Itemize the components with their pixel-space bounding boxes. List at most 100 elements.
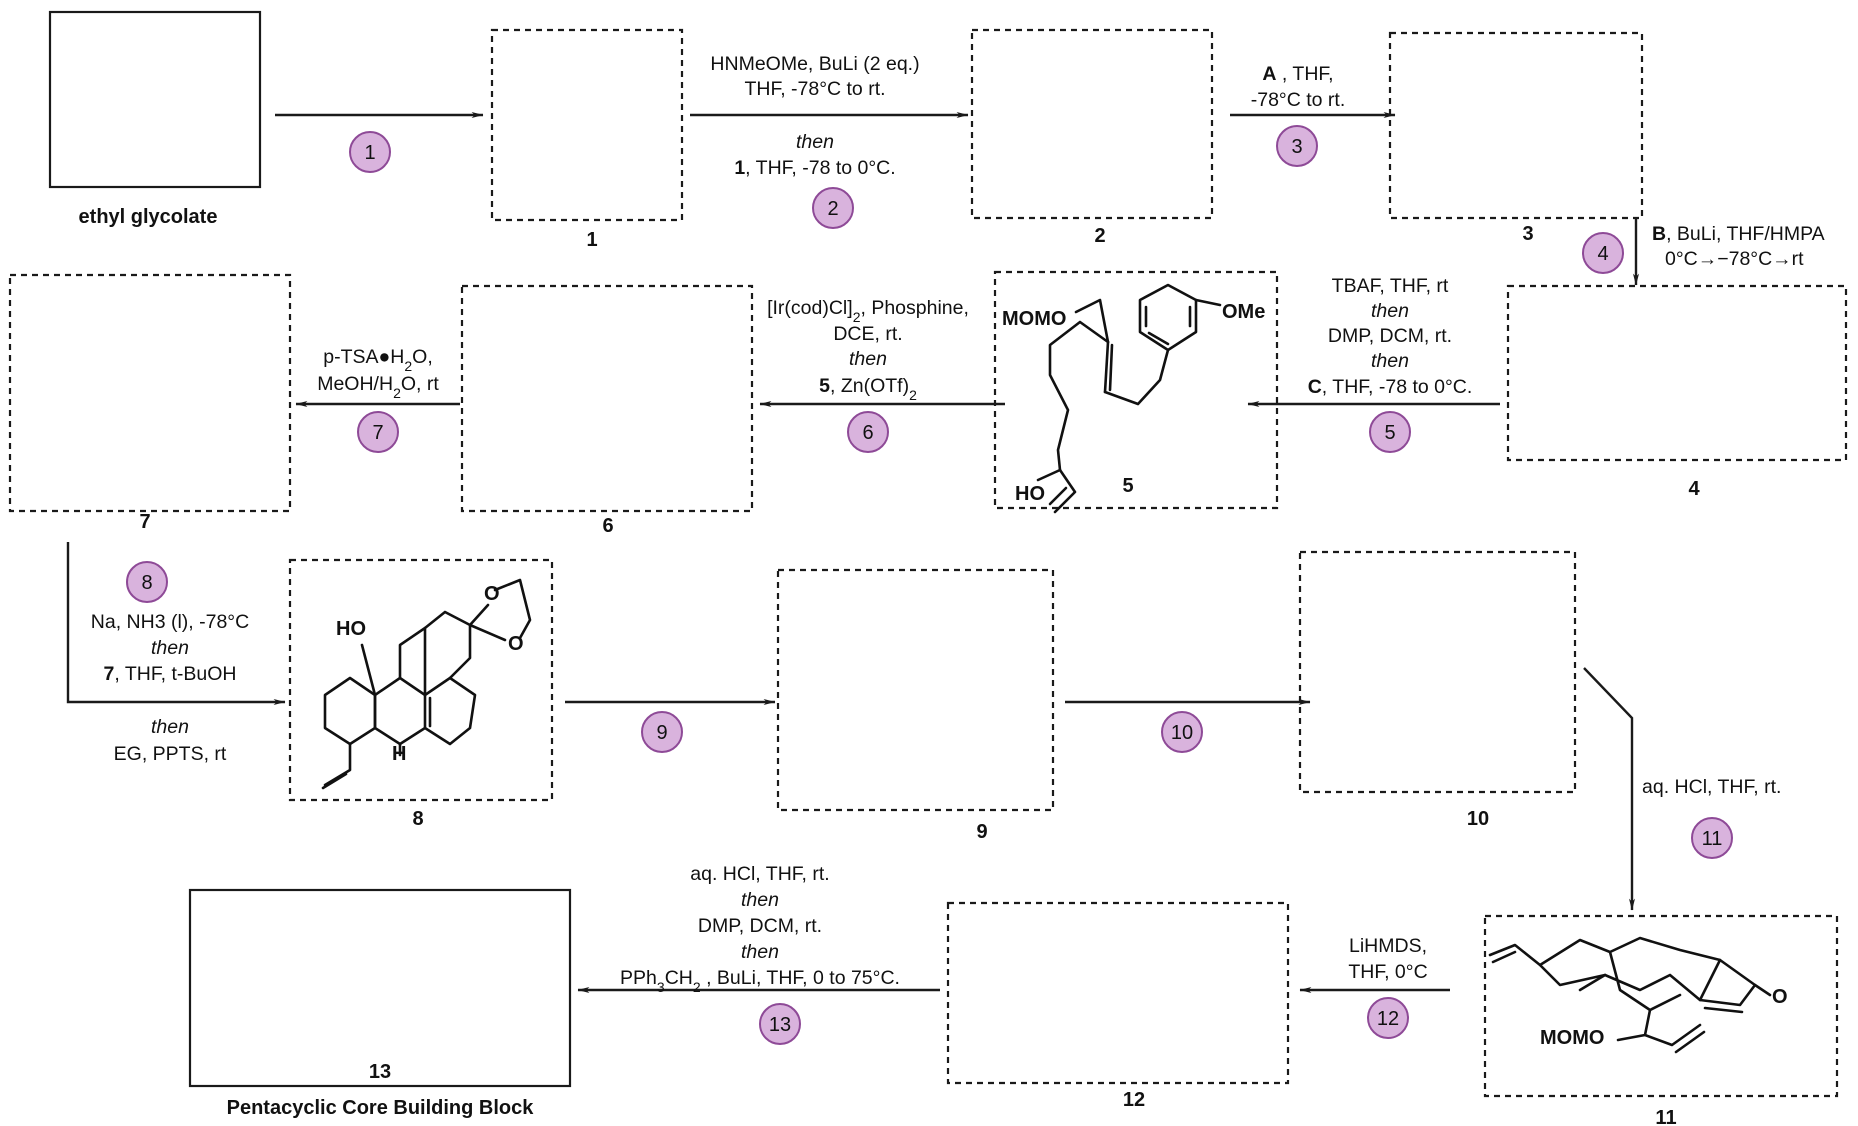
step-3-condition-line2: -78°C to rt.: [1251, 89, 1346, 111]
step-7-number: 7: [372, 422, 383, 444]
step-12-circle: [1367, 997, 1409, 1039]
compound-1-box: [490, 28, 684, 222]
step-13-then-2: then: [741, 941, 779, 963]
compound-5-label: 5: [1122, 475, 1133, 497]
step-1-number: 1: [364, 142, 375, 164]
step-3-condition-line1: A , THF,: [1262, 63, 1333, 85]
step-11-number: 11: [1702, 828, 1723, 850]
compound-8-structure: HO H O O: [321, 578, 532, 790]
compound-3-label: 3: [1522, 223, 1533, 245]
step-10-circle: [1161, 711, 1203, 753]
step-2-condition-line1: HNMeOMe, BuLi (2 eq.): [710, 53, 919, 75]
step-4-number: 4: [1597, 243, 1608, 265]
step-2-condition-line2: THF, -78°C to rt.: [744, 78, 885, 100]
step-13-condition-line1: aq. HCl, THF, rt.: [690, 863, 829, 885]
compound-8-ho: HO: [336, 618, 366, 640]
step-6-then: then: [849, 348, 887, 370]
step-5-circle: [1369, 411, 1411, 453]
step-13-circle: [759, 1003, 801, 1045]
step-12-condition-line2: THF, 0°C: [1348, 961, 1427, 983]
step-5-condition-line1: TBAF, THF, rt: [1332, 275, 1449, 297]
step-13-then-1: then: [741, 889, 779, 911]
step-8-condition-line5: EG, PPTS, rt: [114, 743, 227, 765]
step-1-circle: [349, 131, 391, 173]
step-6-condition-line2: DCE, rt.: [833, 323, 902, 345]
compound-11-label: 11: [1655, 1107, 1676, 1126]
step-13-condition-line5: PPh3CH2 , BuLi, THF, 0 to 75°C.: [620, 967, 900, 995]
step-11-circle: [1691, 817, 1733, 859]
step-4-condition-line2: 0°C→−78°C→rt: [1665, 248, 1804, 270]
step-4-condition-line1: B, BuLi, THF/HMPA: [1652, 223, 1825, 245]
arrow-step-11: [1583, 667, 1635, 911]
step-13-number: 13: [769, 1014, 791, 1036]
compound-11-momo: MOMO: [1540, 1027, 1604, 1049]
compound-5-ho: HO: [1015, 483, 1045, 505]
compound-8-label: 8: [412, 808, 423, 830]
step-8-then-2: then: [151, 716, 189, 738]
compound-10-label: 10: [1467, 808, 1489, 830]
step-6-condition-line4: 5, Zn(OTf)2: [819, 375, 917, 403]
compound-5-box: [993, 270, 1279, 510]
step-6-number: 6: [862, 422, 873, 444]
compound-7-box: [8, 273, 292, 513]
ethyl-glycolate-label: ethyl glycolate: [79, 206, 218, 228]
compound-11-box: [1483, 914, 1839, 1098]
compound-2-label: 2: [1094, 225, 1105, 247]
compound-11-o: O: [1772, 986, 1788, 1008]
compound-8-o-top: O: [484, 583, 500, 605]
arrow-step-8: [66, 542, 286, 705]
compound-5-momo: MOMO: [1002, 308, 1066, 330]
step-9-circle: [641, 711, 683, 753]
compound-12-label: 12: [1123, 1089, 1145, 1111]
compound-9-label: 9: [976, 821, 987, 843]
compound-10-box: [1298, 550, 1577, 794]
step-2-circle: [812, 187, 854, 229]
step-5-then-2: then: [1371, 350, 1409, 372]
step-12-number: 12: [1377, 1008, 1399, 1030]
step-11-condition-line1: aq. HCl, THF, rt.: [1642, 776, 1781, 798]
compound-4-box: [1506, 284, 1848, 462]
compound-1-label: 1: [586, 229, 597, 251]
step-3-number: 3: [1291, 136, 1302, 158]
compound-5-ome: OMe: [1222, 301, 1265, 323]
ethyl-glycolate-box: [48, 10, 262, 189]
compound-3-box: [1388, 31, 1644, 220]
compound-4-label: 4: [1688, 478, 1700, 500]
compound-13-box: [188, 888, 572, 1088]
step-5-number: 5: [1384, 422, 1395, 444]
step-5-then-1: then: [1371, 300, 1409, 322]
step-2-number: 2: [827, 198, 838, 220]
compound-12-box: [946, 901, 1290, 1085]
step-6-condition-line1: [Ir(cod)Cl]2, Phosphine,: [767, 297, 969, 325]
step-13-condition-line3: DMP, DCM, rt.: [698, 915, 822, 937]
step-7-condition-line1: p-TSA●H2O,: [323, 346, 433, 374]
step-3-circle: [1276, 125, 1318, 167]
compound-9-box: [776, 568, 1055, 812]
step-8-number: 8: [141, 572, 152, 594]
compound-6-label: 6: [602, 515, 613, 537]
step-10-number: 10: [1171, 722, 1193, 744]
step-5-condition-line5: C, THF, -78 to 0°C.: [1308, 376, 1473, 398]
step-2-then: then: [796, 131, 834, 153]
step-9-number: 9: [656, 722, 667, 744]
step-4-circle: [1582, 232, 1624, 274]
step-7-circle: [357, 411, 399, 453]
step-6-circle: [847, 411, 889, 453]
compound-5-structure: MOMO OMe HO: [1002, 283, 1265, 514]
compound-7-label: 7: [139, 511, 150, 533]
compound-8-box: [288, 558, 554, 802]
compound-11-structure: MOMO O: [1488, 936, 1788, 1054]
step-12-condition-line1: LiHMDS,: [1349, 935, 1427, 957]
step-7-condition-line2: MeOH/H2O, rt: [317, 373, 439, 401]
step-8-condition-line3: 7, THF, t-BuOH: [104, 663, 237, 685]
compound-13-label: 13: [369, 1061, 391, 1083]
step-5-condition-line3: DMP, DCM, rt.: [1328, 325, 1452, 347]
step-8-circle: [126, 561, 168, 603]
compound-6-box: [460, 284, 754, 513]
step-2-condition-line4: 1, THF, -78 to 0°C.: [734, 157, 895, 179]
step-8-condition-line1: Na, NH3 (l), -78°C: [91, 611, 249, 633]
final-product-label: Pentacyclic Core Building Block: [227, 1097, 535, 1119]
compound-2-box: [970, 28, 1214, 220]
step-8-then-1: then: [151, 637, 189, 659]
